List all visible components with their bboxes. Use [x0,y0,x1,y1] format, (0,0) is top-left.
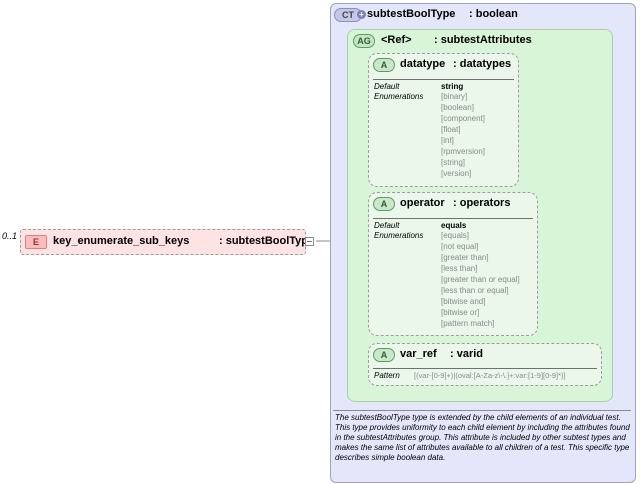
ag-ref-label: <Ref> [381,34,412,46]
attribute-var-ref[interactable]: A var_ref : varid Pattern [(var-[0-9]+)|… [368,343,602,386]
ag-badge: AG [353,34,375,48]
attribute-badge: A [373,197,395,211]
ct-name: subtestBoolType [367,8,456,20]
enumeration-item: [pattern match] [441,319,495,328]
enumeration-item: [int] [441,136,454,145]
enumeration-item: [less than] [441,264,478,273]
cardinality-label: 0..1 [2,231,18,241]
enumeration-item: [float] [441,125,461,134]
enumerations-label: Enumerations [374,231,424,240]
attribute-badge: A [373,348,395,362]
element-name: key_enumerate_sub_keys [53,235,190,247]
enumeration-item: [rpmversion] [441,147,486,156]
pattern-value: [(var-[0-9]+)|(oval:[A-Za-z\-\.]+:var:[1… [414,371,566,380]
enumeration-item: [boolean] [441,103,474,112]
enumeration-list: [binary] [boolean] [component] [float] [… [441,92,485,180]
attribute-type: : operators [453,197,511,209]
element-type: : subtestBoolType [219,235,315,247]
enumeration-item: [bitwise or] [441,308,480,317]
enumeration-item: [version] [441,169,472,178]
enumeration-item: [greater than or equal] [441,275,520,284]
enumeration-item: [not equal] [441,242,479,251]
enumeration-item: [string] [441,158,466,167]
ct-badge: CT + [334,8,366,22]
attribute-name: datatype [400,58,446,70]
enumeration-item: [component] [441,114,486,123]
attribute-name: var_ref [400,348,437,360]
pattern-label: Pattern [374,371,400,380]
ct-extension-icon: + [357,10,366,19]
attribute-badge: A [373,58,395,72]
ct-base-type: : boolean [469,8,518,20]
default-label: Default [374,82,400,91]
attribute-type: : datatypes [453,58,512,70]
description-separator [333,410,631,411]
enumeration-item: [less than or equal] [441,286,509,295]
attribute-datatype[interactable]: A datatype : datatypes Default string En… [368,53,519,187]
enumeration-item: [binary] [441,92,468,101]
enumerations-label: Enumerations [374,92,424,101]
default-value: string [441,82,464,91]
element-badge: E [25,235,47,249]
default-label: Default [374,221,400,230]
ct-description: The subtestBoolType type is extended by … [335,413,630,462]
attribute-name: operator [400,197,445,209]
attribute-operator[interactable]: A operator : operators Default equals En… [368,192,538,336]
expand-toggle-icon[interactable] [305,237,314,246]
ag-type: : subtestAttributes [434,34,532,46]
default-value: equals [441,221,467,230]
enumeration-item: [greater than] [441,253,489,262]
enumeration-item: [equals] [441,231,470,240]
enumeration-list: [equals] [not equal] [greater than] [les… [441,231,520,330]
element-box[interactable]: E key_enumerate_sub_keys : subtestBoolTy… [20,229,314,255]
enumeration-item: [bitwise and] [441,297,486,306]
attribute-type: : varid [450,348,484,360]
